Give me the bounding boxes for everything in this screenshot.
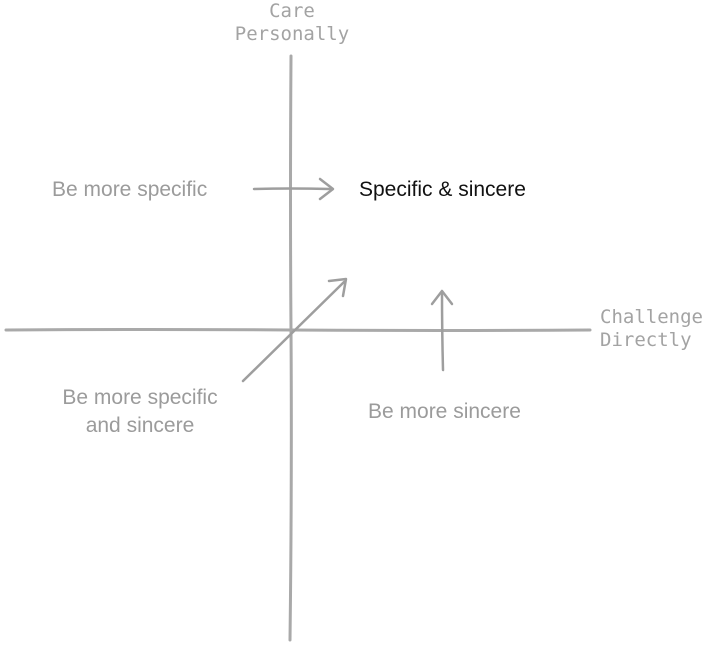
quadrant-bottom-left-label: Be more specific and sincere xyxy=(40,384,240,440)
quadrant-bottom-right-label: Be more sincere xyxy=(368,400,521,423)
quadrant-top-left-label: Be more specific xyxy=(52,178,208,201)
quadrant-bottom-left-line1: Be more specific xyxy=(62,386,218,409)
horizontal-axis-label: Challenge Directly xyxy=(600,306,703,352)
horizontal-axis-label-line1: Challenge xyxy=(600,306,703,328)
arrow-right-icon xyxy=(252,177,335,201)
quadrant-bottom-left-line2: and sincere xyxy=(85,414,195,437)
vertical-axis-label: Care Personally xyxy=(230,0,354,46)
horizontal-axis xyxy=(4,328,592,332)
arrow-up-icon xyxy=(430,289,454,372)
vertical-axis xyxy=(288,54,293,642)
quadrant-top-right-label: Specific & sincere xyxy=(359,178,526,201)
vertical-axis-label-line2: Personally xyxy=(234,23,350,45)
horizontal-axis-label-line2: Directly xyxy=(600,329,692,351)
arrow-diagonal-icon xyxy=(241,277,348,383)
vertical-axis-label-line1: Care xyxy=(269,0,315,22)
